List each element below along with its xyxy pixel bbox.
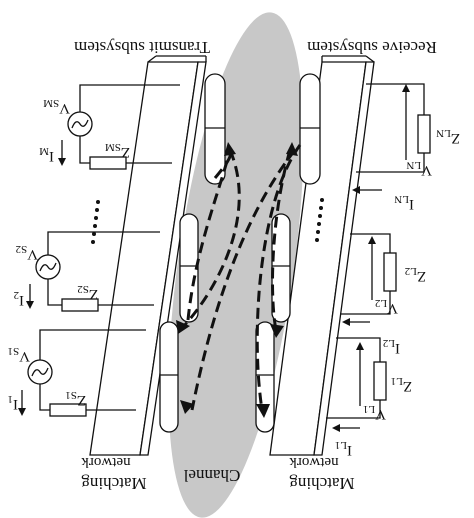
impedance-label-ln: ZLN <box>436 127 460 146</box>
transmit-port-2 <box>26 231 160 312</box>
transmit-subsystem-label: Transmit subsystem <box>74 38 210 57</box>
transmit-ellipsis <box>91 200 100 244</box>
source-label-2: VS2 <box>16 243 38 262</box>
impedance-label-l1: ZL1 <box>391 375 412 394</box>
current-label-2: I2 <box>14 289 25 308</box>
voltage-label-ln: VLN <box>406 159 432 178</box>
current-label-m: IM <box>39 145 54 164</box>
network-label-left: network <box>81 454 131 470</box>
propagation-arrows <box>176 142 302 418</box>
impedance-label-l2: ZL2 <box>405 265 426 284</box>
receive-ellipsis <box>315 198 324 242</box>
voltage-label-l2: VL2 <box>375 297 398 316</box>
source-label-1: VS1 <box>8 345 30 364</box>
transmit-matching-network <box>89 55 207 456</box>
receive-subsystem-label: Receive subsystem <box>307 38 437 57</box>
current-label-l2: IL2 <box>383 337 400 356</box>
transmit-port-1 <box>18 329 146 417</box>
receive-port-n <box>352 83 431 194</box>
transmit-antennas <box>159 73 226 433</box>
matching-label-left: Matching <box>81 474 147 493</box>
receive-matching-network <box>269 55 375 456</box>
matching-label-right: Matching <box>289 474 355 493</box>
current-label-ln: ILN <box>394 193 414 212</box>
receive-port-1 <box>326 337 387 432</box>
impedance-label-1: ZS1 <box>65 389 86 408</box>
source-label-m: VSM <box>43 97 70 116</box>
receive-port-2 <box>340 233 397 326</box>
impedance-label-2: ZS2 <box>77 283 98 302</box>
channel-label: Channel <box>183 466 240 485</box>
current-label-1: I1 <box>8 393 19 412</box>
current-label-l1: IL1 <box>335 439 352 458</box>
transmit-port-m <box>58 84 180 170</box>
network-label-right: network <box>289 454 339 470</box>
voltage-label-l1: VL1 <box>363 403 386 422</box>
impedance-label-m: ZSM <box>105 141 130 160</box>
